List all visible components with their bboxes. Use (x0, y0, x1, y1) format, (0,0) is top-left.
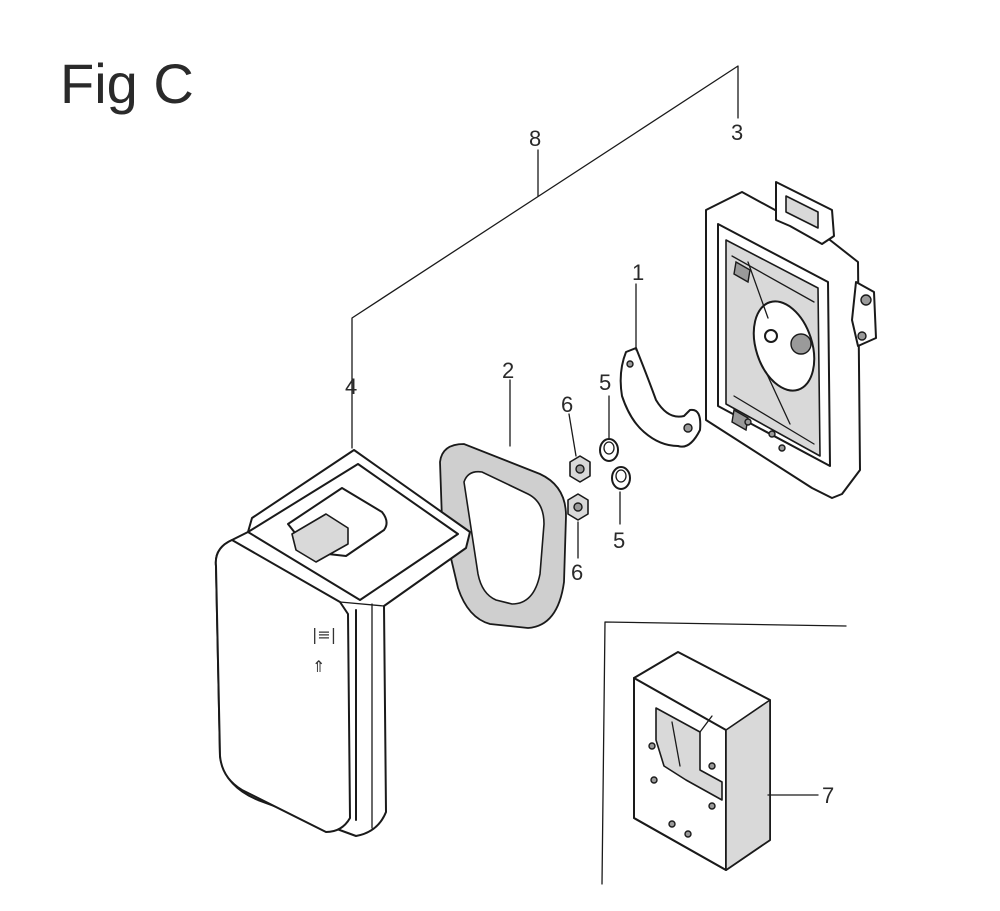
cover-marking-upper: |≡| (312, 625, 336, 644)
callout-1: 1 (632, 260, 644, 285)
figure-title: Fig C (60, 52, 194, 115)
callout-5-lower: 5 (613, 528, 625, 553)
callout-8: 8 (529, 126, 541, 151)
inset-frame (601, 621, 847, 885)
assembly-bracket-line (351, 65, 739, 449)
cover-marking-lower: ⇑ (312, 657, 325, 676)
callout-6-lower: 6 (571, 560, 583, 585)
callout-2: 2 (502, 358, 514, 383)
bolt-upper (599, 438, 619, 462)
callout-6-upper: 6 (561, 392, 573, 417)
callout-4: 4 (345, 374, 357, 399)
bolt-lower (611, 466, 631, 490)
air-cleaner-element (439, 443, 567, 629)
callout-labels: 1 2 3 4 5 5 6 6 7 8 (345, 120, 834, 808)
callout-7: 7 (822, 783, 834, 808)
air-cleaner-case (705, 181, 877, 499)
callout-3: 3 (731, 120, 743, 145)
cover-bracket (619, 347, 702, 448)
leader-lines (509, 283, 819, 796)
callout-5-upper: 5 (599, 370, 611, 395)
air-cleaner-cover: |≡| ⇑ (214, 449, 471, 837)
replacement-element (633, 651, 771, 871)
nut-upper (569, 455, 591, 483)
nut-lower (567, 493, 589, 521)
